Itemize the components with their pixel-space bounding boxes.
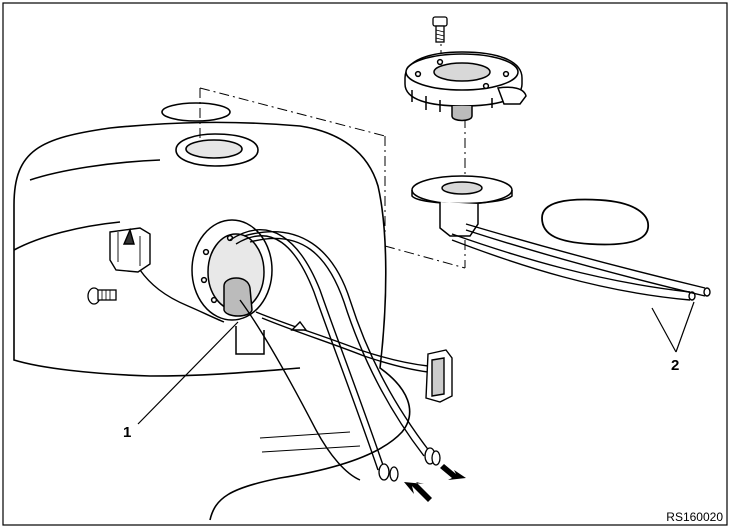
bolt-icon bbox=[87, 287, 117, 305]
electrical-connector-right bbox=[425, 349, 453, 403]
pump-mounting-ring bbox=[191, 219, 273, 355]
pump-cover-flange bbox=[404, 51, 527, 122]
inflow-arrow-icon bbox=[404, 482, 432, 502]
screw-icon bbox=[432, 16, 448, 43]
reference-code: RS160020 bbox=[666, 510, 723, 524]
hoses-lower bbox=[229, 229, 431, 481]
hose-end-fittings bbox=[378, 447, 441, 482]
sender-flange-with-float bbox=[411, 175, 649, 246]
callout-1: 1 bbox=[123, 424, 132, 441]
outflow-arrow-icon bbox=[440, 464, 466, 480]
callout-2: 2 bbox=[671, 357, 680, 374]
leader-lines bbox=[137, 301, 695, 425]
fuel-tank bbox=[13, 121, 411, 521]
gasket-ring bbox=[161, 102, 231, 122]
fuel-lines-right bbox=[451, 223, 711, 301]
electrical-connector-left bbox=[109, 227, 225, 323]
flow-arrows bbox=[404, 464, 466, 502]
